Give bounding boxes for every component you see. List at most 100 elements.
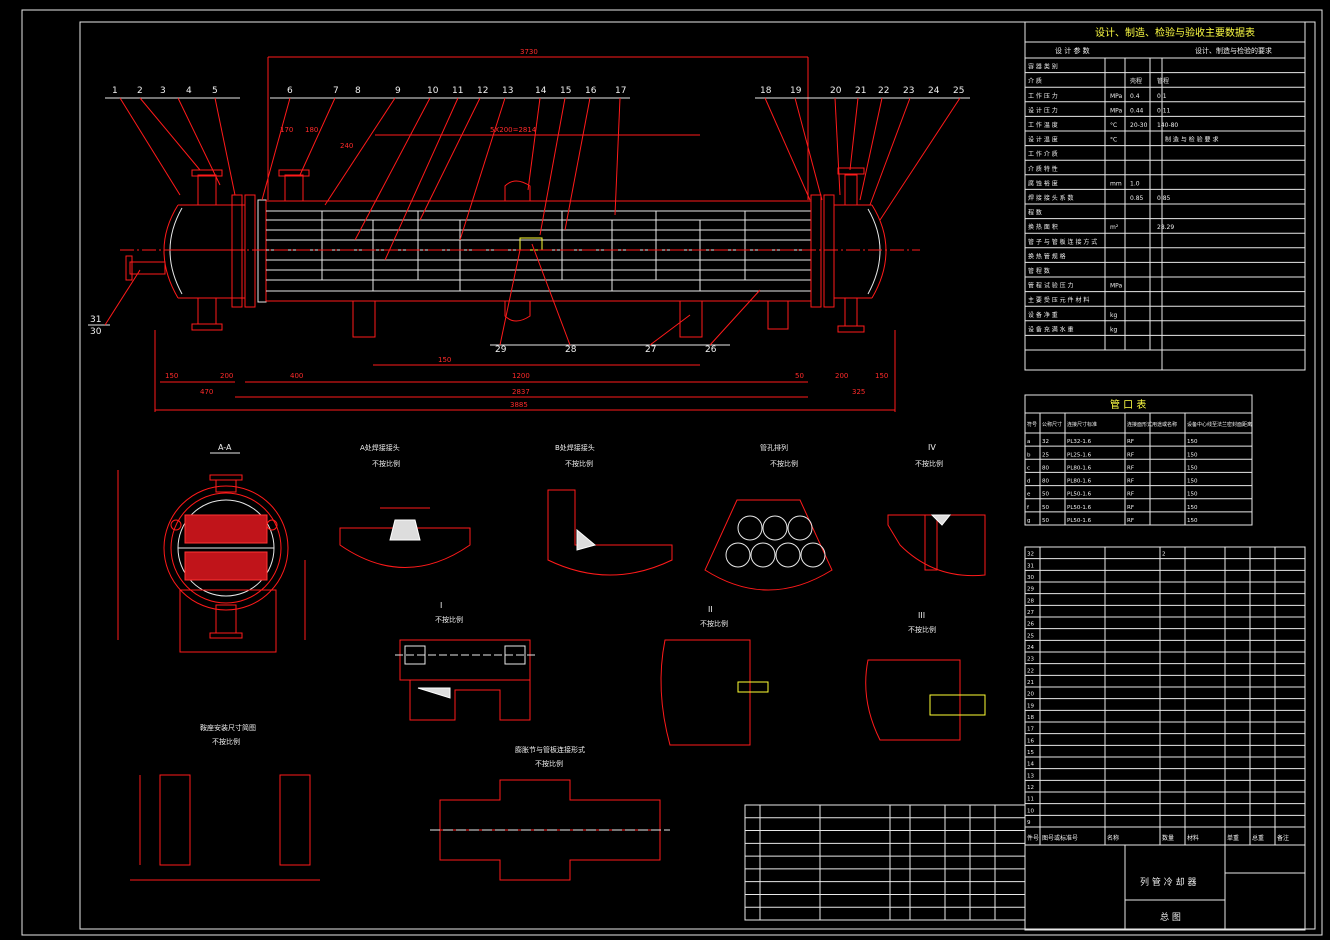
nozzle-header: 符号 [1027, 421, 1037, 428]
callout: 2 [137, 86, 143, 96]
nozzle-cell: RF [1127, 518, 1134, 524]
nozzle-cell: RF [1127, 439, 1134, 445]
parts-header: 备注 [1277, 834, 1289, 842]
detail-a-weld: A处焊接接头 不按比例 [339, 443, 471, 568]
callout: 6 [287, 86, 293, 96]
callout-numbers: 1 2 3 4 5 6 7 8 9 10 11 12 13 14 15 16 1… [90, 86, 964, 355]
table-cell: 腐 蚀 裕 度 [1028, 179, 1058, 187]
nozzle-cell: PL32-1.6 [1067, 439, 1092, 445]
table-cell: 壳程 [1130, 77, 1142, 85]
section-aa-view: A-A [117, 443, 306, 653]
nozzle-header: 用途或名称 [1152, 421, 1177, 428]
view-title: 鞍座安装尺寸简图 [200, 723, 256, 732]
dim-text: 150 [438, 356, 451, 364]
detail-tube-pitch: 管孔排列 不按比例 [704, 443, 833, 591]
callout: 26 [705, 345, 717, 355]
scale-note: 不按比例 [770, 459, 798, 468]
table-cell: 管 程 试 验 压 力 [1028, 282, 1074, 290]
table-cell: °C [1110, 137, 1117, 144]
parts-cell: 11 [1027, 797, 1034, 803]
dim-text: 170 [280, 126, 293, 134]
dim-text: 470 [200, 388, 213, 396]
dim-text: 1200 [512, 372, 530, 380]
view-title: A处焊接接头 [360, 443, 400, 452]
table-cell: 程 数 [1028, 209, 1042, 217]
callout: 12 [477, 86, 488, 96]
main-elevation-view [88, 56, 970, 412]
table-cell: 0.85 [1157, 195, 1171, 202]
nozzle-cell: 80 [1042, 465, 1049, 471]
nozzle-cell: d [1027, 479, 1031, 485]
parts-cell: 10 [1027, 808, 1034, 814]
parts-header: 件号 [1027, 834, 1039, 842]
table-cell: °C [1110, 122, 1117, 129]
dim-text: 50 [795, 372, 804, 380]
parts-cell: 18 [1027, 715, 1034, 721]
nozzle-header: 连接面形式 [1127, 421, 1152, 428]
nozzle-cell: e [1027, 492, 1031, 498]
parts-cell: 16 [1027, 738, 1034, 744]
table-cell: 主 要 受 压 元 件 材 料 [1028, 296, 1089, 304]
inner-frame [79, 21, 1316, 930]
callout: 31 [90, 315, 101, 325]
table-cell: 管 子 与 管 板 连 接 方 式 [1028, 238, 1097, 246]
table-cell: 1.0 [1130, 180, 1140, 187]
table-cell: 设 备 充 满 水 重 [1028, 325, 1074, 333]
callout: 8 [355, 86, 361, 96]
table-frame [1024, 394, 1253, 526]
parts-cell: 29 [1027, 587, 1034, 593]
nozzle-cell: b [1027, 452, 1031, 458]
view-title: 膨胀节与管板连接形式 [515, 745, 585, 754]
nozzle-header: 设备中心线至法兰密封面距离 [1187, 421, 1252, 428]
table-cell: 管程 [1157, 77, 1169, 85]
view-title: I [440, 601, 442, 610]
parts-cell: 13 [1027, 773, 1034, 779]
parts-cell: 25 [1027, 633, 1034, 639]
callout: 16 [585, 86, 597, 96]
nozzle-cell: RF [1127, 452, 1134, 458]
callout: 19 [790, 86, 802, 96]
nozzle-cell: PL50-1.6 [1067, 492, 1092, 498]
callout: 18 [760, 86, 772, 96]
table-cell: 工 作 介 质 [1028, 150, 1058, 158]
parts-cell: 26 [1027, 622, 1034, 628]
table-cell: MPa [1110, 107, 1123, 114]
parts-header: 图号或标准号 [1042, 834, 1078, 842]
view-title: A-A [218, 443, 232, 452]
detail-i: I 不按比例 [395, 601, 535, 721]
nozzle-cell: f [1027, 505, 1030, 511]
view-title: 管孔排列 [760, 443, 788, 452]
design-table-title: 设计、制造、检验与验收主要数据表 [1095, 26, 1255, 39]
table-cell: 介 质 [1028, 77, 1042, 85]
title-block-kind: 总 图 [1160, 911, 1181, 923]
table-cell: MPa [1110, 283, 1123, 290]
callout: 13 [502, 86, 513, 96]
callout: 21 [855, 86, 866, 96]
table-cell: 设 计 温 度 [1028, 136, 1058, 144]
design-sub-right: 设计、制造与检验的要求 [1195, 46, 1272, 55]
tables-layer: 设计、制造、检验与验收主要数据表设 计 参 数设计、制造与检验的要求容 器 类 … [744, 21, 1306, 931]
parts-cell: 14 [1027, 762, 1034, 768]
nozzle-cell: 80 [1042, 479, 1049, 485]
parts-cell: 19 [1027, 703, 1034, 709]
table-cell: 0.44 [1130, 107, 1144, 114]
parts-header: 总重 [1252, 834, 1264, 842]
table-cell: 容 器 类 别 [1028, 63, 1058, 71]
detail-b-weld: B处焊接接头 不按比例 [547, 443, 673, 576]
scale-note: 不按比例 [908, 625, 936, 634]
callout: 4 [186, 86, 192, 96]
parts-cell: 24 [1027, 645, 1034, 651]
nozzle-table-title: 管 口 表 [1110, 398, 1146, 411]
table-cell: 28.29 [1157, 224, 1174, 231]
callout: 29 [495, 345, 507, 355]
detail-saddle: 鞍座安装尺寸简图 不按比例 [130, 723, 320, 881]
detail-iii: III 不按比例 [865, 611, 986, 741]
nozzle-cell: 50 [1042, 505, 1049, 511]
dim-text: 240 [340, 142, 353, 150]
callout: 27 [645, 345, 656, 355]
scale-note: 不按比例 [212, 737, 240, 746]
nozzle-cell: g [1027, 518, 1031, 524]
table-cell: 换 热 面 积 [1028, 223, 1058, 231]
callout: 23 [903, 86, 914, 96]
nozzle-cell: RF [1127, 479, 1134, 485]
